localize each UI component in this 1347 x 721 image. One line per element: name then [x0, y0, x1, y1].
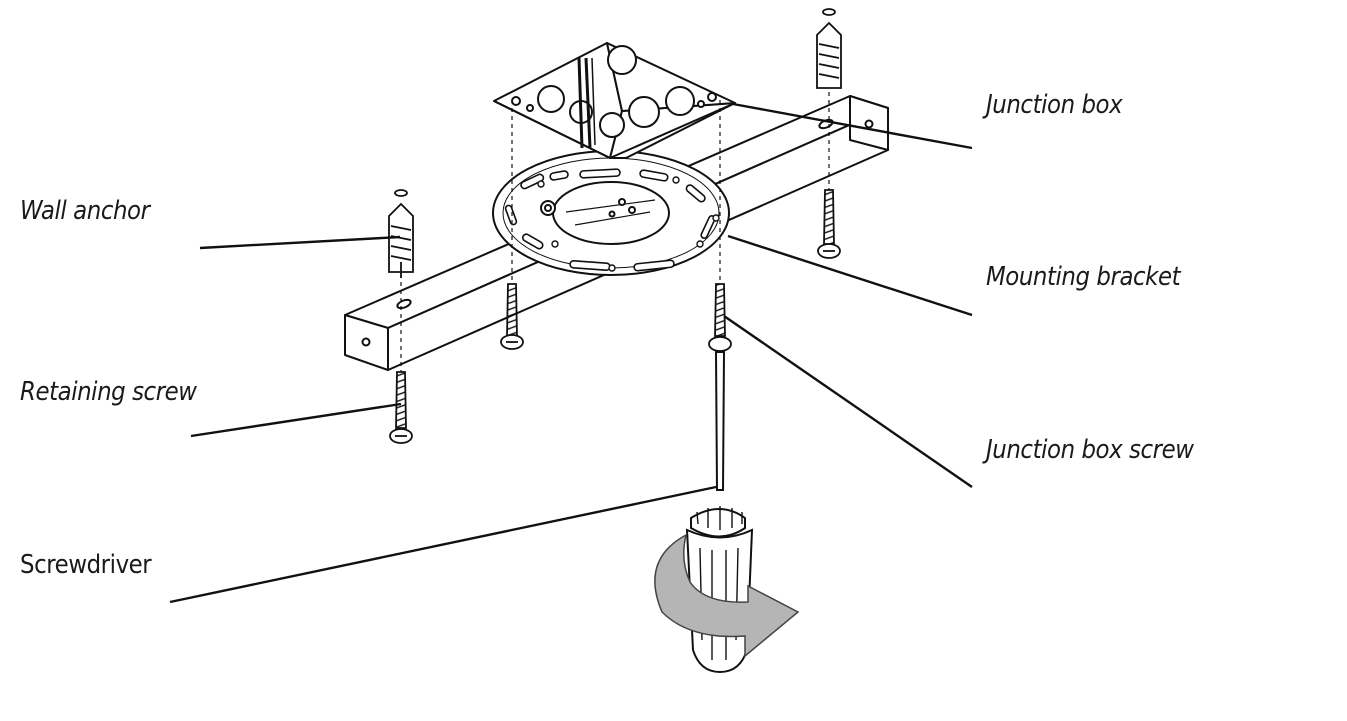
wall-anchor-right — [816, 8, 842, 89]
rotation-arrow-icon — [654, 533, 800, 658]
leader-lines — [169, 102, 973, 604]
label-junction-box-screw: Junction box screw — [986, 435, 1194, 465]
leader-retaining-screw — [190, 402, 402, 438]
label-mounting-bracket: Mounting bracket — [986, 262, 1181, 292]
leader-junction-box-screw — [723, 315, 973, 488]
leader-mounting-bracket — [727, 234, 973, 317]
junction-box-screw-left — [500, 283, 524, 350]
leader-screwdriver — [169, 485, 717, 604]
retaining-screw-right — [817, 189, 841, 259]
wall-anchor-left — [388, 189, 414, 278]
retaining-screw-left — [389, 371, 413, 444]
junction-box — [493, 42, 736, 159]
label-junction-box: Junction box — [986, 90, 1123, 120]
mounting-ring — [492, 150, 730, 276]
label-screwdriver: Screwdriver — [20, 550, 152, 580]
label-retaining-screw: Retaining screw — [20, 377, 197, 407]
leader-junction-box — [732, 102, 973, 150]
leader-wall-anchor — [199, 235, 401, 250]
alignment-lines — [400, 92, 830, 372]
label-wall-anchor: Wall anchor — [20, 196, 150, 226]
